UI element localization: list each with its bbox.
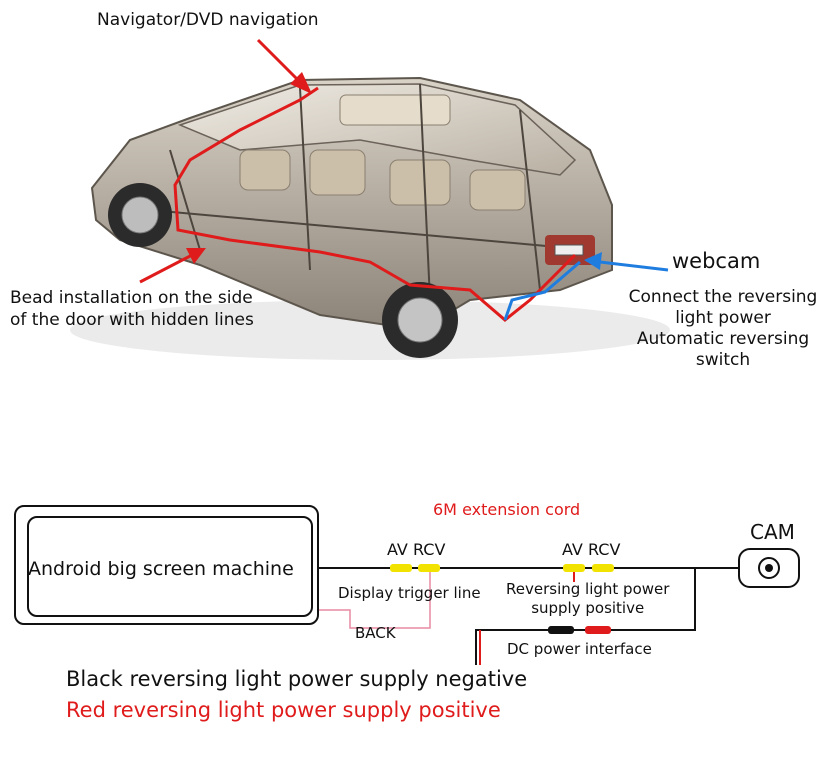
android-machine-outer (14, 505, 319, 625)
back-trigger-line (319, 572, 431, 629)
camera-box (738, 548, 800, 588)
reversing-power-line2: supply positive (531, 599, 645, 617)
camera-lens-icon (758, 557, 780, 579)
av-connector-2b (592, 564, 614, 572)
reversing-power-label: Reversing light power supply positive (506, 580, 669, 618)
reversing-connect-label: Connect the reversing light power Automa… (617, 287, 829, 371)
back-label: BACK (355, 624, 396, 642)
arrow-navigator (256, 38, 312, 94)
connect-line2: light power (675, 308, 771, 328)
car-shadow (70, 300, 670, 360)
av-connector-2a (563, 564, 585, 572)
extension-cord-label: 6M extension cord (433, 500, 581, 519)
car-frame (149, 83, 591, 301)
cam-label: CAM (750, 520, 795, 544)
dc-power-label: DC power interface (507, 640, 652, 658)
rear-wheel (382, 282, 458, 358)
av-rcv-label-1: AV RCV (387, 540, 446, 559)
webcam-label: webcam (672, 249, 761, 273)
arrow-webcam (584, 252, 669, 272)
bead-label-line1: Bead installation on the side (10, 288, 253, 308)
dc-connector-red (585, 626, 611, 634)
license-plate (554, 244, 584, 256)
connect-line4: switch (695, 350, 751, 370)
connect-line1: Connect the reversing (628, 287, 818, 307)
av-connector-1b (418, 564, 440, 572)
arrow-door-bead (139, 248, 206, 284)
trigger-line-label: Display trigger line (338, 584, 481, 602)
black-wire-note: Black reversing light power supply negat… (66, 667, 528, 691)
car-roof (177, 83, 577, 176)
hidden-wire-route (173, 86, 577, 322)
reversing-power-line1: Reversing light power (506, 580, 670, 598)
av-connector-1a (390, 564, 412, 572)
car-illustration (70, 38, 670, 360)
av-rcv-label-2: AV RCV (562, 540, 621, 559)
android-machine-screen (27, 516, 313, 617)
connect-line3: Automatic reversing (636, 329, 810, 349)
navigator-label: Navigator/DVD navigation (97, 10, 319, 30)
camera-cable (503, 260, 581, 321)
android-machine-label: Android big screen machine (28, 558, 294, 580)
bead-installation-label: Bead installation on the side of the doo… (10, 287, 254, 331)
bead-label-line2: of the door with hidden lines (10, 310, 254, 330)
red-wire-note: Red reversing light power supply positiv… (66, 698, 501, 722)
dc-connector-black (548, 626, 574, 634)
front-wheel (108, 183, 172, 247)
